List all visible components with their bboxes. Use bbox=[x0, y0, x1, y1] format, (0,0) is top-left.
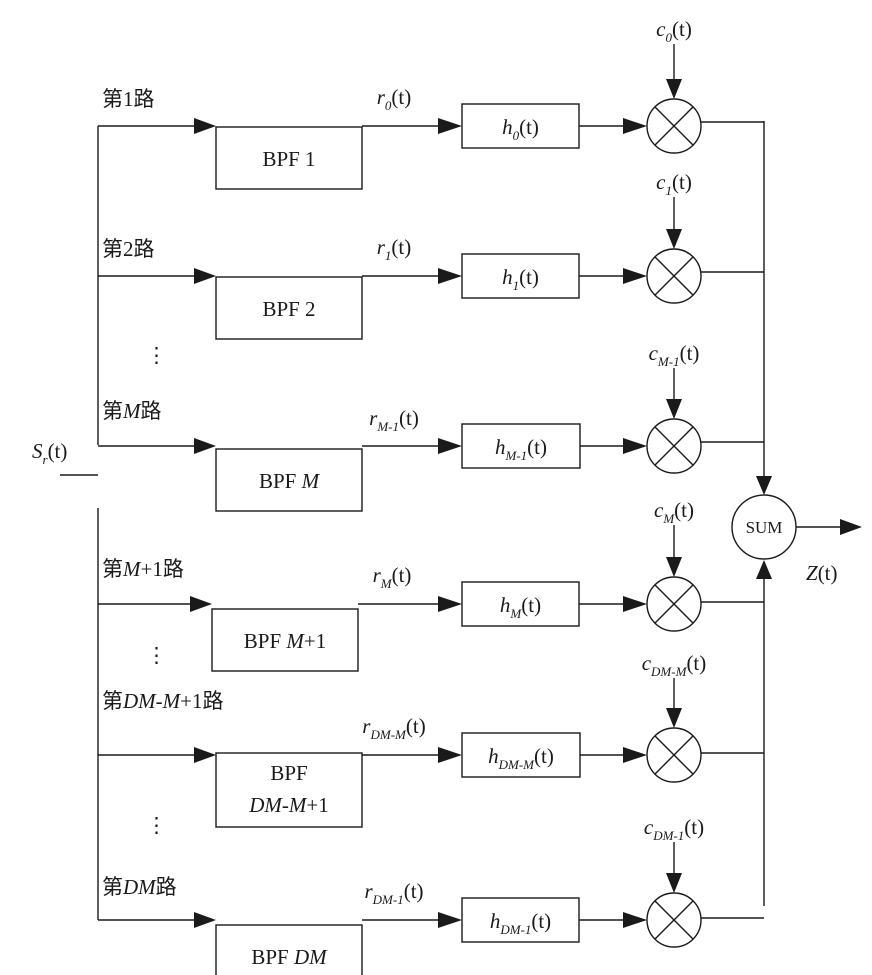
branch-2: 第2路 BPF 2 r1(t) h1(t) c1(t) bbox=[98, 170, 764, 340]
multiplier-cross-b-3 bbox=[654, 426, 694, 466]
route-label-4: 第M+1路 bbox=[102, 557, 184, 581]
bpf-label-5-line-2: DM-M+1 bbox=[248, 793, 329, 817]
bpf-box-6 bbox=[215, 924, 363, 975]
ellipsis-dots-1: ⋮ bbox=[146, 343, 167, 367]
input-arrow-6 bbox=[194, 912, 216, 928]
c-label-3: cM-1(t) bbox=[649, 341, 700, 369]
bpf-label-1: BPF 1 bbox=[262, 147, 315, 171]
r-label-4: rM(t) bbox=[373, 563, 412, 591]
sum-arrow-top bbox=[756, 476, 772, 495]
c-label-2: c1(t) bbox=[656, 170, 692, 198]
c-label-1: c0(t) bbox=[656, 17, 692, 45]
sum-node: SUM bbox=[731, 121, 862, 906]
multiplier-cross-b-4 bbox=[654, 584, 694, 624]
mult-in-arrow-2 bbox=[623, 268, 647, 284]
r-label-6: rDM-1(t) bbox=[364, 879, 423, 907]
input-bus bbox=[60, 126, 99, 920]
h-label-1: h0(t) bbox=[502, 115, 539, 143]
bpf-label-4: BPF M+1 bbox=[244, 629, 326, 653]
branch-1: 第1路 BPF 1 r0(t) h0(t) c0(t) bbox=[98, 17, 764, 190]
branch-3: 第M路 BPF M rM-1(t) hM-1(t) cM-1(t) bbox=[98, 341, 764, 512]
output-arrow bbox=[840, 519, 862, 535]
r-arrow-1 bbox=[438, 118, 462, 134]
sum-arrow-bottom bbox=[756, 560, 772, 579]
sum-label: SUM bbox=[746, 518, 783, 537]
r-label-3: rM-1(t) bbox=[369, 406, 419, 434]
r-arrow-6 bbox=[438, 912, 462, 928]
ellipsis-dots-3: ⋮ bbox=[146, 813, 167, 837]
c-arrow-4 bbox=[666, 557, 682, 577]
r-arrow-2 bbox=[438, 268, 462, 284]
h-box-4 bbox=[461, 581, 580, 627]
bpf-box-3 bbox=[215, 448, 363, 512]
bpf-box-5 bbox=[215, 752, 363, 828]
h-box-5 bbox=[461, 732, 581, 778]
c-label-6: cDM-1(t) bbox=[644, 815, 704, 843]
h-label-2: h1(t) bbox=[502, 265, 539, 293]
h-label-3: hM-1(t) bbox=[495, 435, 547, 463]
r-label-1: r0(t) bbox=[377, 85, 412, 113]
mult-in-arrow-1 bbox=[623, 118, 647, 134]
r-label-2: r1(t) bbox=[377, 235, 412, 263]
h-box-2 bbox=[461, 253, 580, 299]
r-label-5: rDM-M(t) bbox=[362, 714, 425, 742]
c-arrow-1 bbox=[666, 79, 682, 99]
route-label-6: 第DM路 bbox=[102, 875, 177, 899]
route-label-5: 第DM-M+1路 bbox=[102, 689, 224, 713]
multiplier-cross-b-5 bbox=[654, 735, 694, 775]
c-arrow-3 bbox=[666, 399, 682, 419]
bpf-label-2: BPF 2 bbox=[262, 297, 315, 321]
mult-in-arrow-4 bbox=[623, 596, 647, 612]
multiplier-cross-b-2 bbox=[654, 256, 694, 296]
input-arrow-5 bbox=[194, 747, 216, 763]
route-label-1: 第1路 bbox=[102, 87, 155, 111]
ellipsis-dots-2: ⋮ bbox=[146, 643, 167, 667]
c-arrow-5 bbox=[666, 708, 682, 728]
multiplier-cross-b-6 bbox=[654, 900, 694, 940]
branches: 第1路 BPF 1 r0(t) h0(t) c0(t) 第2路 BPF 2 r1(t) h1(t… bbox=[98, 17, 764, 975]
input-label: Sr(t) bbox=[32, 439, 67, 467]
c-arrow-2 bbox=[666, 229, 682, 249]
mult-in-arrow-6 bbox=[623, 912, 647, 928]
bpf-label-3: BPF M bbox=[259, 469, 321, 493]
c-label-4: cM(t) bbox=[654, 498, 694, 526]
bpf-label-5-line-1: BPF bbox=[270, 761, 307, 785]
branch-4: 第M+1路 BPF M+1 rM(t) hM(t) cM(t) bbox=[98, 498, 764, 672]
r-arrow-3 bbox=[438, 438, 462, 454]
output-label: Z(t) bbox=[806, 561, 838, 585]
branch-5: 第DM-M+1路 BPF DM-M+1 rDM-M(t) hDM-M(t) cDM-M(t… bbox=[98, 651, 764, 828]
c-arrow-6 bbox=[666, 873, 682, 893]
c-label-5: cDM-M(t) bbox=[642, 651, 707, 679]
input-arrow-3 bbox=[194, 438, 216, 454]
h-label-6: hDM-1(t) bbox=[490, 909, 551, 937]
r-arrow-5 bbox=[438, 747, 462, 763]
bpf-box-1 bbox=[215, 126, 363, 190]
h-label-5: hDM-M(t) bbox=[488, 744, 554, 772]
input-arrow-2 bbox=[194, 268, 216, 284]
mult-in-arrow-3 bbox=[623, 438, 647, 454]
bpf-box-4 bbox=[211, 608, 359, 672]
input-arrow-1 bbox=[194, 118, 216, 134]
bpf-box-2 bbox=[215, 276, 363, 340]
branch-6: 第DM路 BPF DM rDM-1(t) hDM-1(t) cDM-1(t) bbox=[98, 815, 764, 975]
h-box-1 bbox=[461, 103, 580, 149]
r-arrow-4 bbox=[438, 596, 462, 612]
multiplier-cross-b-1 bbox=[654, 106, 694, 146]
route-label-2: 第2路 bbox=[102, 237, 155, 261]
bpf-label-6: BPF DM bbox=[251, 945, 328, 969]
h-label-4: hM(t) bbox=[500, 593, 541, 621]
mult-in-arrow-5 bbox=[623, 747, 647, 763]
input-arrow-4 bbox=[190, 596, 212, 612]
route-label-3: 第M路 bbox=[102, 399, 162, 423]
